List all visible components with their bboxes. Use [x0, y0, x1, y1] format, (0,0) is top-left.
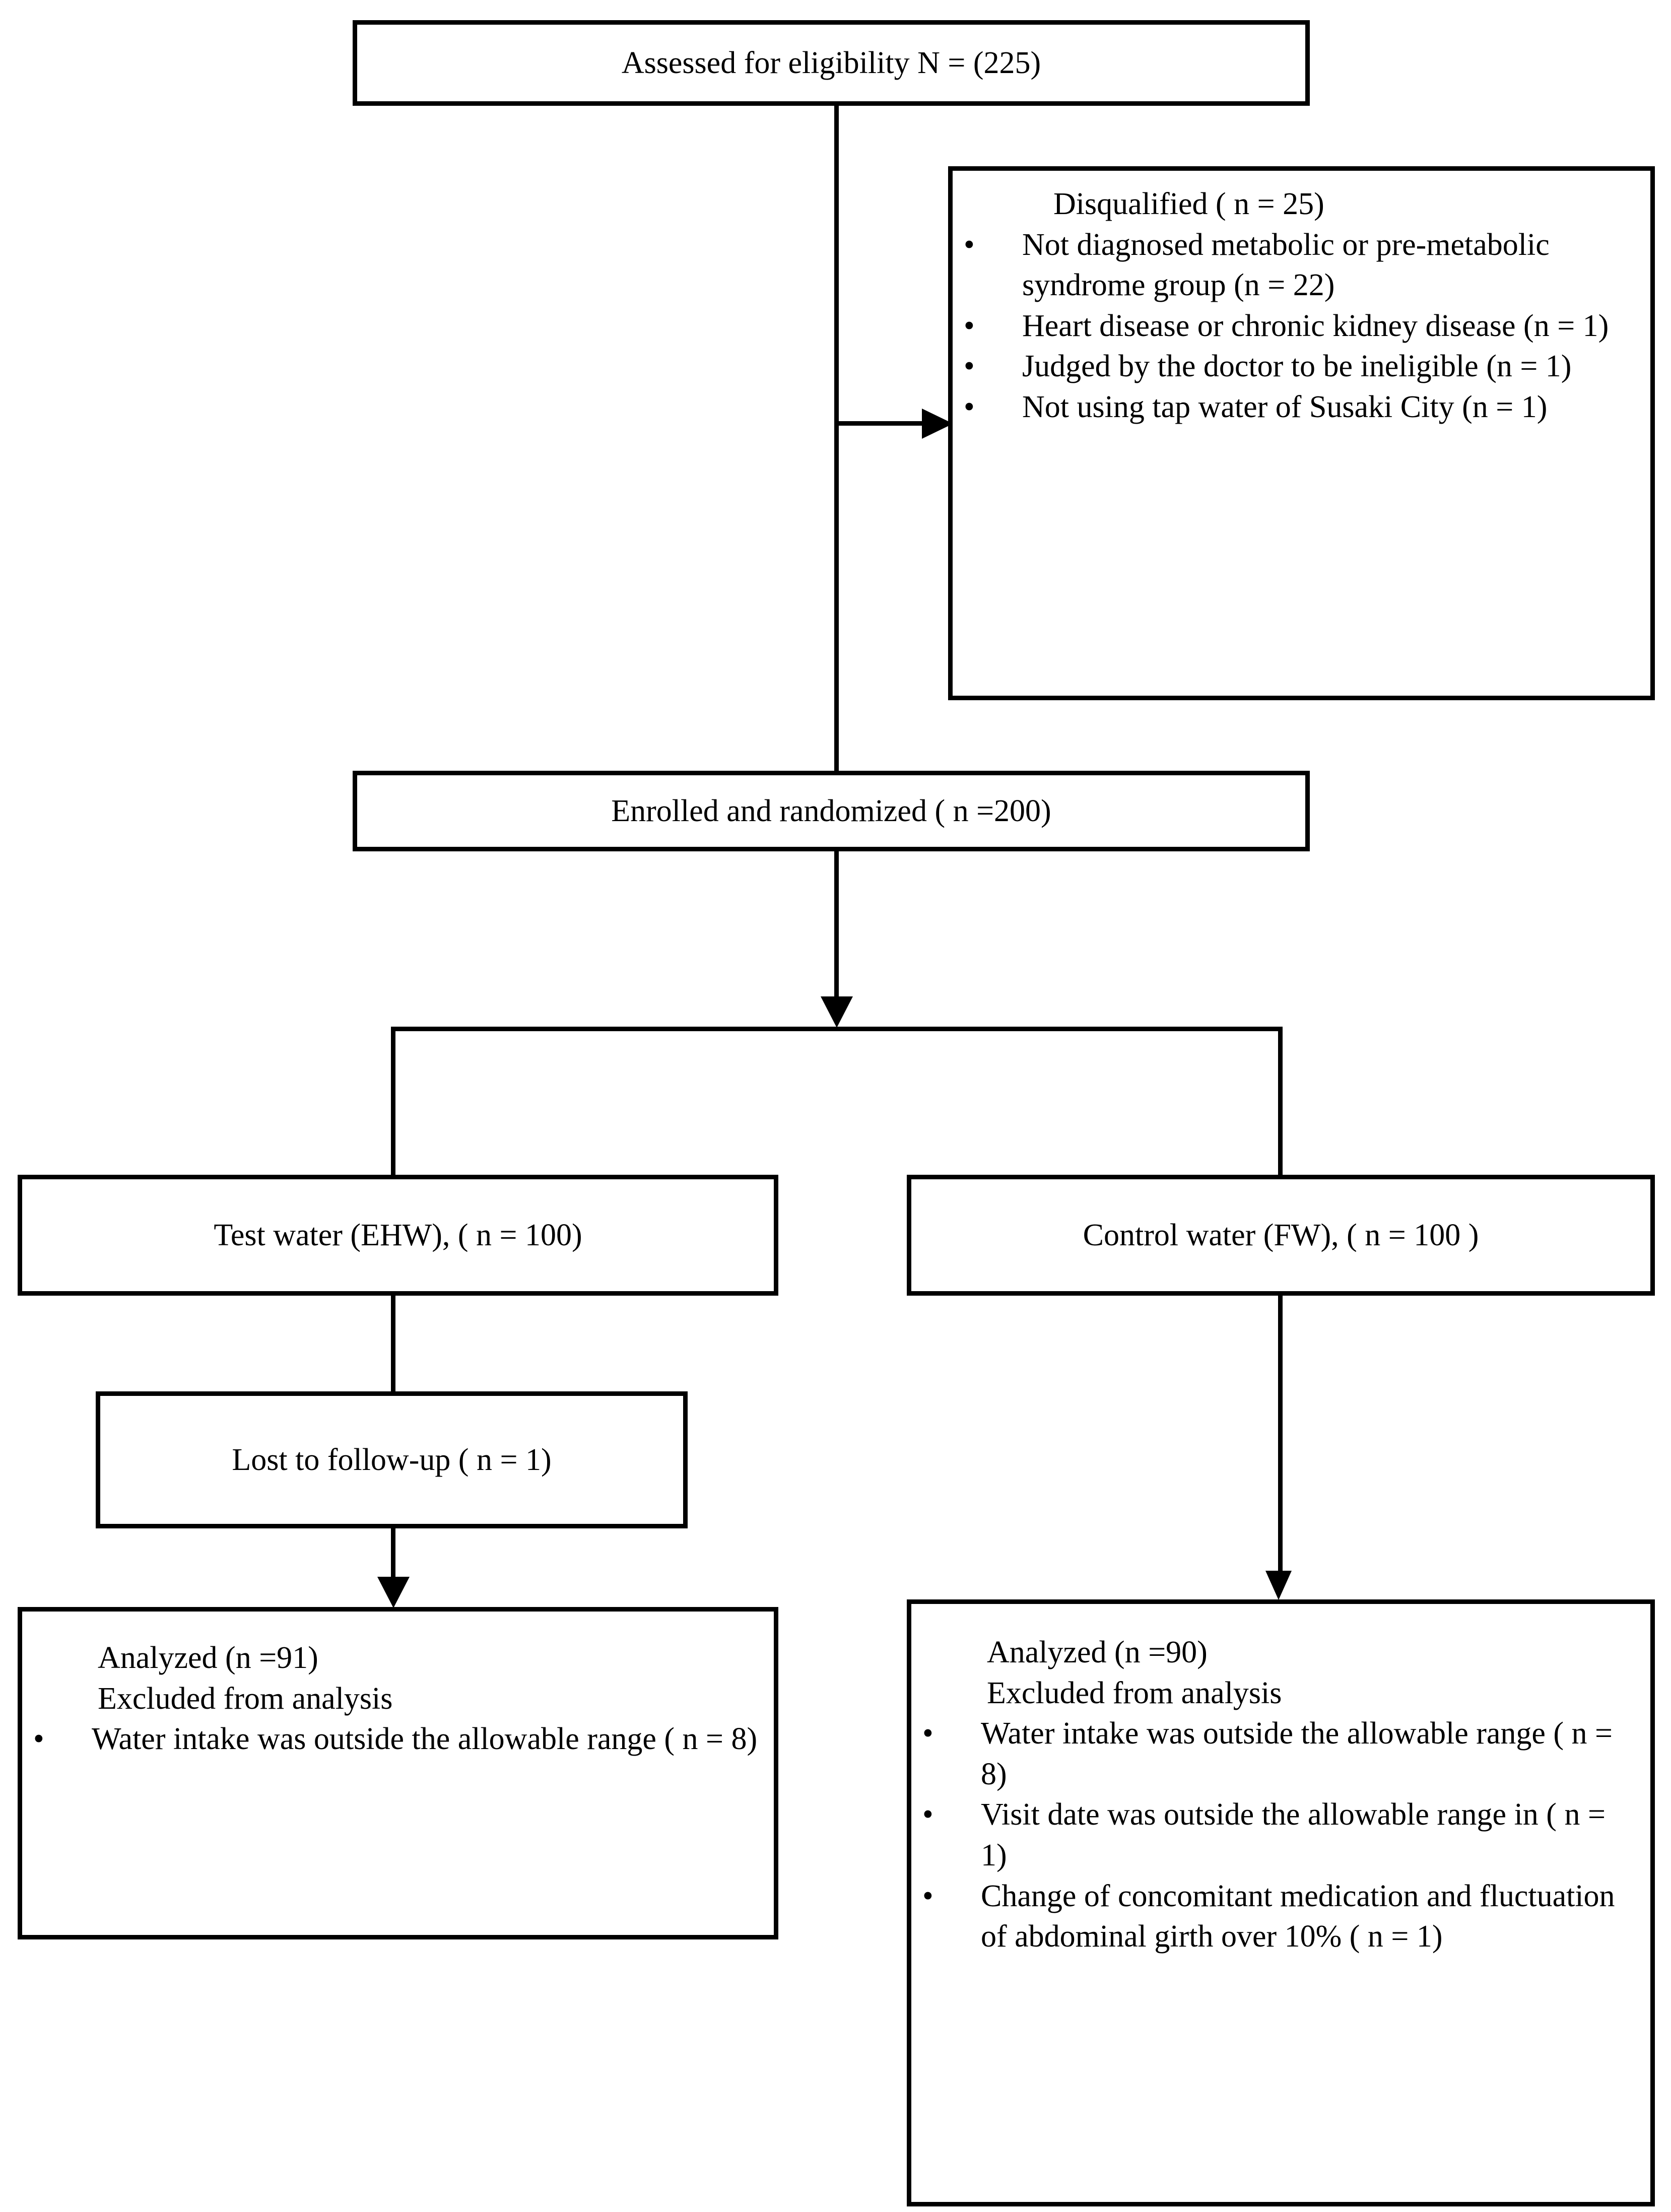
arrowhead-to-disqualified — [922, 409, 953, 439]
bullet-icon: • — [33, 1722, 44, 1757]
disqualified-list: • Not diagnosed metabolic or pre-metaboli… — [953, 225, 1633, 428]
node-analyzed-test-water: Analyzed (n =91) Excluded from analysis … — [18, 1607, 778, 1939]
bullet-icon: • — [922, 1797, 933, 1832]
list-item: • Water intake was outside the allowable … — [22, 1719, 759, 1760]
analyzed-test-excluded-list: • Water intake was outside the allowable … — [22, 1719, 759, 1760]
node-assessed-for-eligibility: Assessed for eligibility N = (225) — [353, 20, 1310, 106]
connector-assessed-to-enrolled — [834, 106, 839, 771]
node-analyzed-control-water: Analyzed (n =90) Excluded from analysis … — [907, 1599, 1655, 2206]
bullet-icon: • — [964, 349, 975, 384]
list-item: • Change of concomitant medication and fl… — [911, 1876, 1632, 1957]
analyzed-control-excluded-heading: Excluded from analysis — [987, 1675, 1282, 1710]
assessed-label: Assessed for eligibility N = (225) — [621, 45, 1041, 80]
arrowhead-to-split — [821, 996, 853, 1028]
list-item-label: Visit date was outside the allowable ran… — [981, 1797, 1606, 1872]
list-item: • Not diagnosed metabolic or pre-metaboli… — [953, 225, 1633, 306]
list-item-label: Judged by the doctor to be ineligible (n… — [1022, 349, 1572, 384]
node-lost-to-followup: Lost to follow-up ( n = 1) — [96, 1391, 688, 1528]
connector-split-to-control-arm — [1278, 1027, 1283, 1178]
connector-control-arm-to-analyzed-control — [1278, 1294, 1283, 1576]
node-control-water-arm: Control water (FW), ( n = 100 ) — [907, 1175, 1655, 1296]
list-item-label: Heart disease or chronic kidney disease … — [1022, 308, 1609, 343]
node-test-water-arm: Test water (EHW), ( n = 100) — [18, 1175, 778, 1296]
enrolled-label: Enrolled and randomized ( n =200) — [611, 793, 1051, 828]
bullet-icon: • — [922, 1879, 933, 1913]
connector-split-to-test-arm — [391, 1027, 395, 1178]
bullet-icon: • — [964, 227, 975, 262]
list-item: • Judged by the doctor to be ineligible (… — [953, 346, 1633, 387]
connector-lost-followup-to-analyzed-test — [391, 1526, 395, 1586]
list-item-label: Water intake was outside the allowable r… — [92, 1722, 758, 1757]
list-item: • Water intake was outside the allowable … — [911, 1713, 1632, 1794]
list-item-label: Not using tap water of Susaki City (n = … — [1022, 389, 1548, 424]
list-item-label: Water intake was outside the allowable r… — [981, 1716, 1613, 1791]
list-item: • Visit date was outside the allowable ra… — [911, 1794, 1632, 1875]
arrowhead-to-analyzed-test — [377, 1577, 410, 1608]
list-item: • Heart disease or chronic kidney disease… — [953, 306, 1633, 347]
analyzed-control-excluded-list: • Water intake was outside the allowable … — [911, 1713, 1632, 1957]
bullet-icon: • — [964, 308, 975, 343]
analyzed-control-count: Analyzed (n =90) — [987, 1635, 1208, 1669]
connector-assessed-to-disqualified — [834, 421, 953, 426]
arrowhead-to-analyzed-control — [1265, 1571, 1292, 1600]
list-item: • Not using tap water of Susaki City (n =… — [953, 387, 1633, 428]
control-arm-label: Control water (FW), ( n = 100 ) — [1083, 1218, 1479, 1252]
bullet-icon: • — [964, 389, 975, 424]
analyzed-test-excluded-heading: Excluded from analysis — [98, 1681, 393, 1716]
split-bracket — [391, 1027, 1283, 1031]
connector-enrolled-to-split — [834, 851, 839, 998]
node-disqualified: Disqualified ( n = 25) • Not diagnosed me… — [948, 166, 1655, 700]
bullet-icon: • — [922, 1716, 933, 1751]
disqualified-heading: Disqualified ( n = 25) — [1053, 187, 1324, 221]
list-item-label: Not diagnosed metabolic or pre-metabolic… — [1022, 227, 1550, 303]
connector-test-arm-to-lost-followup — [391, 1294, 395, 1394]
lost-followup-label: Lost to follow-up ( n = 1) — [232, 1442, 552, 1477]
list-item-label: Change of concomitant medication and flu… — [981, 1879, 1615, 1954]
test-arm-label: Test water (EHW), ( n = 100) — [214, 1218, 582, 1252]
analyzed-test-count: Analyzed (n =91) — [98, 1641, 318, 1675]
node-enrolled-randomized: Enrolled and randomized ( n =200) — [353, 771, 1310, 851]
